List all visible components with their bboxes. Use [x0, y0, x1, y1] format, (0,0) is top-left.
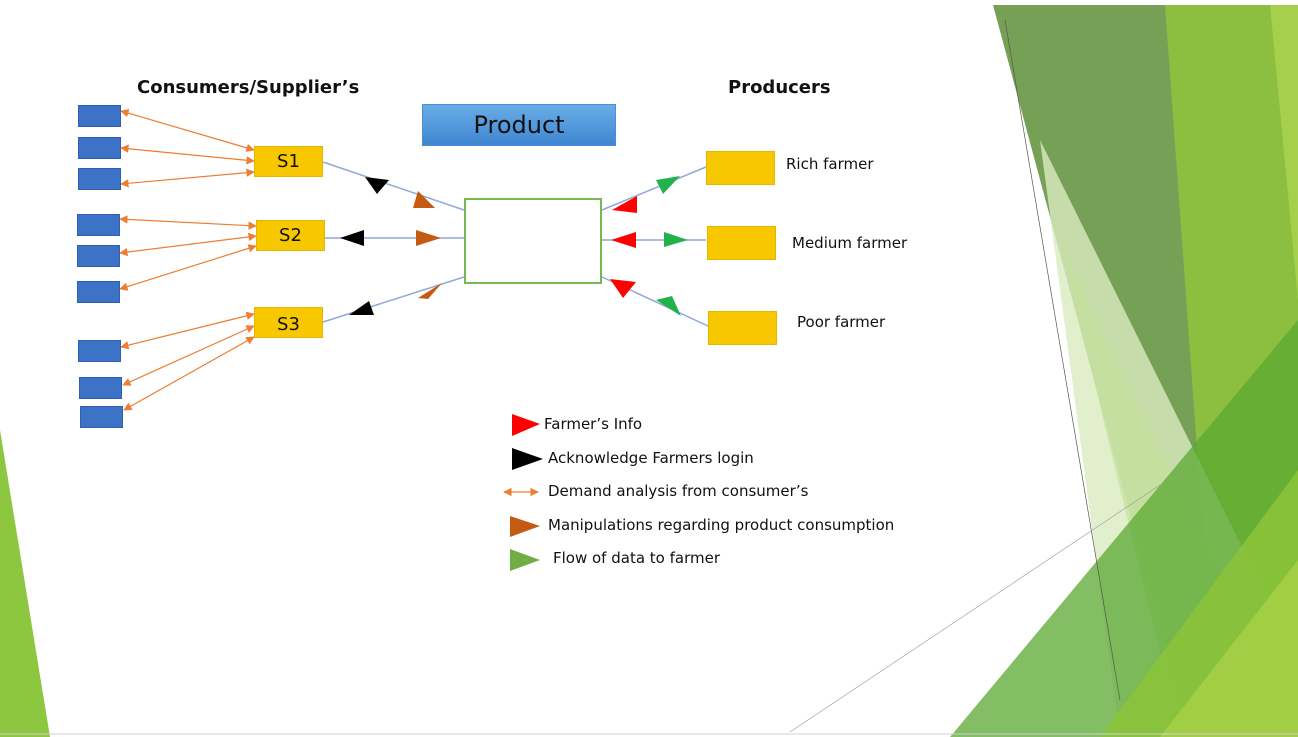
legend-item-demand: Demand analysis from consumer’s — [548, 482, 809, 500]
consumer-box — [78, 168, 121, 190]
legend-item-manipulations: Manipulations regarding product consumpt… — [548, 516, 895, 534]
black-marker — [340, 230, 364, 246]
red-marker — [611, 232, 636, 248]
consumer-box — [78, 105, 121, 127]
brown-marker — [418, 283, 442, 299]
product-title-box: Product — [422, 104, 616, 146]
consumer-box — [79, 377, 122, 399]
legend-item-flow: Flow of data to farmer — [553, 549, 720, 567]
central-product-box — [464, 198, 602, 284]
consumer-box — [77, 245, 120, 267]
consumer-box — [80, 406, 123, 428]
demand-arrows — [119, 109, 257, 411]
green-marker — [656, 296, 681, 316]
legend-item-farmers-info: Farmer’s Info — [544, 415, 643, 433]
supplier-box-s3: S3 — [254, 307, 323, 338]
legend-brown-marker — [510, 516, 540, 537]
supplier-box-s2: S2 — [256, 220, 325, 251]
legend-black-marker — [512, 448, 543, 470]
producer-box-poor — [708, 311, 777, 345]
producer-label-medium: Medium farmer — [792, 234, 908, 252]
decorative-green-shapes — [0, 5, 1298, 737]
consumer-box — [77, 281, 120, 303]
brown-marker — [416, 230, 441, 246]
flow-markers — [340, 176, 688, 316]
green-marker — [656, 176, 680, 194]
legend-item-acknowledge: Acknowledge Farmers login — [548, 449, 754, 467]
consumer-box — [78, 137, 121, 159]
producer-box-rich — [706, 151, 775, 185]
supplier-box-s1: S1 — [254, 146, 323, 177]
producer-label-rich: Rich farmer — [786, 155, 874, 173]
red-marker — [610, 279, 636, 298]
brown-marker — [413, 191, 435, 208]
black-marker — [349, 301, 374, 315]
green-marker — [664, 232, 688, 247]
producer-label-poor: Poor farmer — [797, 313, 886, 331]
consumer-box — [78, 340, 121, 362]
product-title: Product — [473, 111, 565, 139]
red-marker — [612, 196, 637, 213]
legend-markers — [503, 414, 543, 571]
producers-heading: Producers — [728, 77, 831, 98]
black-marker — [365, 177, 389, 194]
consumers-heading: Consumers/Supplier’s — [137, 77, 360, 98]
legend-green-marker — [510, 549, 540, 571]
legend-red-marker — [512, 414, 540, 436]
producer-box-medium — [707, 226, 776, 260]
consumer-box — [77, 214, 120, 236]
